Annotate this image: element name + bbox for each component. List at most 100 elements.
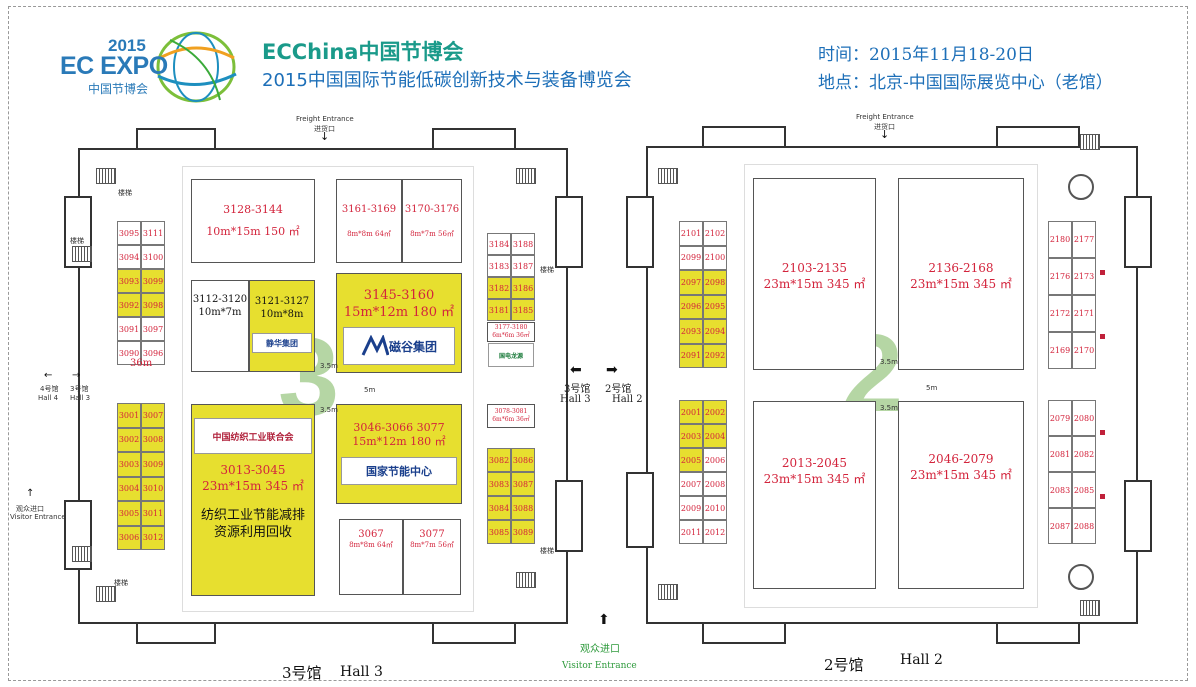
booth-cell[interactable]: 2081 (1048, 436, 1072, 472)
stairs-icon (516, 168, 536, 184)
hall2-wing-nw (626, 196, 654, 268)
aisle-3-5m: 3.5m (880, 404, 898, 412)
booth-cell[interactable]: 2012 (703, 520, 727, 544)
booth-cell[interactable]: 2087 (1048, 508, 1072, 544)
booth-3067[interactable]: 3067 8m*8m 64㎡ (339, 519, 403, 595)
booth-cell[interactable]: 3005 (117, 501, 141, 526)
booth-cell[interactable]: 2100 (703, 245, 727, 270)
booth-cell[interactable]: 3012 (141, 525, 165, 550)
globe-logo-icon (156, 31, 237, 103)
booth-cell[interactable]: 2010 (703, 496, 727, 520)
hall2-label-cn: 2号馆 (824, 656, 864, 674)
booth-cell[interactable]: 3097 (141, 317, 165, 341)
booth-cell[interactable]: 2170 (1072, 332, 1096, 369)
booth-cell[interactable]: 2097 (679, 270, 703, 295)
booth-cell[interactable]: 3186 (511, 277, 535, 299)
booth-cell[interactable]: 3092 (117, 293, 141, 317)
booth-cell[interactable]: 3095 (117, 221, 141, 245)
booth-cell[interactable]: 2008 (703, 472, 727, 496)
booth-cell[interactable]: 2009 (679, 496, 703, 520)
booth-cell[interactable]: 2173 (1072, 258, 1096, 295)
booth-cell[interactable]: 3184 (487, 233, 511, 255)
booth-cell[interactable]: 2005 (679, 448, 703, 472)
booth-cell[interactable]: 3010 (141, 476, 165, 501)
booth-3078[interactable]: 3078-3081 6m*6m 36㎡ (487, 404, 535, 428)
booth-cell[interactable]: 3083 (487, 472, 511, 496)
booth-cell[interactable]: 2004 (703, 424, 727, 448)
booth-cell[interactable]: 2094 (703, 319, 727, 344)
booth-cell[interactable]: 2082 (1072, 436, 1096, 472)
booth-3046[interactable]: 3046-3066 3077 15m*12m 180 ㎡ (336, 404, 462, 504)
booth-2046[interactable]: 2046-2079 23m*15m 345 ㎡ (898, 401, 1024, 589)
booth-2103[interactable]: 2103-2135 23m*15m 345 ㎡ (753, 178, 876, 370)
booth-cell[interactable]: 3183 (487, 255, 511, 277)
booth-cell[interactable]: 2095 (703, 294, 727, 319)
booth-cell[interactable]: 2085 (1072, 472, 1096, 508)
booth-cell[interactable]: 3182 (487, 277, 511, 299)
booth-cell[interactable]: 3187 (511, 255, 535, 277)
booth-cell[interactable]: 3001 (117, 403, 141, 428)
booth-cell[interactable]: 3099 (141, 269, 165, 293)
booth-cell[interactable]: 2180 (1048, 221, 1072, 258)
booth-3128[interactable]: 3128-3144 10m*15m 150 ㎡ (191, 179, 315, 263)
booth-cell[interactable]: 2091 (679, 343, 703, 368)
booth-cell[interactable]: 2101 (679, 221, 703, 246)
booth-cell[interactable]: 3009 (141, 452, 165, 477)
booth-cell[interactable]: 2079 (1048, 400, 1072, 436)
booth-cell[interactable]: 2088 (1072, 508, 1096, 544)
booth-cell[interactable]: 3004 (117, 476, 141, 501)
booth-3112[interactable]: 3112-3120 10m*7m (191, 280, 249, 372)
booth-cell[interactable]: 3003 (117, 452, 141, 477)
booth-2136[interactable]: 2136-2168 23m*15m 345 ㎡ (898, 178, 1024, 370)
booth-cell[interactable]: 2171 (1072, 295, 1096, 332)
booth-cell[interactable]: 2177 (1072, 221, 1096, 258)
booth-cell[interactable]: 2092 (703, 343, 727, 368)
booth-cell[interactable]: 3111 (141, 221, 165, 245)
booth-cell[interactable]: 3085 (487, 520, 511, 544)
booth-cell[interactable]: 3093 (117, 269, 141, 293)
booth-cell[interactable]: 2102 (703, 221, 727, 246)
booth-cell[interactable]: 3185 (511, 299, 535, 321)
booth-cell[interactable]: 3011 (141, 501, 165, 526)
booth-cell[interactable]: 3181 (487, 299, 511, 321)
booth-cell[interactable]: 3007 (141, 403, 165, 428)
booth-cell[interactable]: 2169 (1048, 332, 1072, 369)
logo-cn: 中国节博会 (88, 82, 149, 96)
booth-cell[interactable]: 2099 (679, 245, 703, 270)
booth-cell[interactable]: 3006 (117, 525, 141, 550)
booth-cell[interactable]: 2002 (703, 400, 727, 424)
booth-cell[interactable]: 3086 (511, 448, 535, 472)
booth-cell[interactable]: 3096 (141, 341, 165, 365)
booth-cell[interactable]: 2007 (679, 472, 703, 496)
booth-3121[interactable]: 3121-3127 10m*8m (249, 280, 315, 372)
booth-cell[interactable]: 2003 (679, 424, 703, 448)
booth-cell[interactable]: 3094 (117, 245, 141, 269)
booth-cell[interactable]: 3087 (511, 472, 535, 496)
booth-cell[interactable]: 2083 (1048, 472, 1072, 508)
booth-cell[interactable]: 3082 (487, 448, 511, 472)
booth-cell[interactable]: 3091 (117, 317, 141, 341)
booth-cell[interactable]: 3008 (141, 427, 165, 452)
booth-cell[interactable]: 2093 (679, 319, 703, 344)
booth-cell[interactable]: 3090 (117, 341, 141, 365)
booth-3161[interactable]: 3161-3169 8m*8m 64㎡ (336, 179, 402, 263)
booth-cell[interactable]: 2172 (1048, 295, 1072, 332)
booth-cell[interactable]: 2006 (703, 448, 727, 472)
booth-2013[interactable]: 2013-2045 23m*15m 345 ㎡ (753, 401, 876, 589)
booth-cell[interactable]: 3089 (511, 520, 535, 544)
booth-cell[interactable]: 2001 (679, 400, 703, 424)
booth-3177[interactable]: 3177-3180 6m*6m 36㎡ (487, 322, 535, 342)
booth-cell[interactable]: 2098 (703, 270, 727, 295)
booth-cell[interactable]: 3088 (511, 496, 535, 520)
booth-3170[interactable]: 3170-3176 8m*7m 56㎡ (402, 179, 462, 263)
booth-cell[interactable]: 2176 (1048, 258, 1072, 295)
booth-cell[interactable]: 3084 (487, 496, 511, 520)
booth-3077[interactable]: 3077 8m*7m 56㎡ (403, 519, 461, 595)
booth-cell[interactable]: 3098 (141, 293, 165, 317)
booth-cell[interactable]: 2011 (679, 520, 703, 544)
booth-cell[interactable]: 3002 (117, 427, 141, 452)
booth-cell[interactable]: 3188 (511, 233, 535, 255)
booth-cell[interactable]: 3100 (141, 245, 165, 269)
booth-cell[interactable]: 2096 (679, 294, 703, 319)
booth-cell[interactable]: 2080 (1072, 400, 1096, 436)
